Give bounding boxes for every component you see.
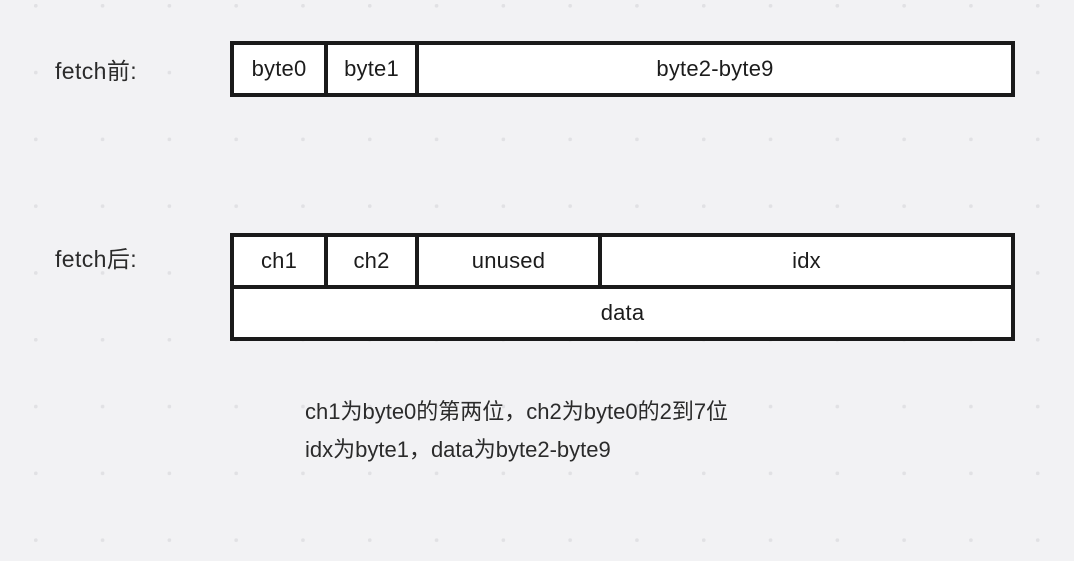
row-label-fetch-before: fetch前: [55, 58, 138, 84]
byte-layout-before: byte0 byte1 byte2-byte9 [230, 41, 1015, 97]
caption-line-2: idx为byte1，data为byte2-byte9 [305, 437, 611, 462]
byte-layout-before-band: byte0 byte1 byte2-byte9 [234, 45, 1011, 93]
cell-byte2-byte9: byte2-byte9 [415, 45, 1011, 93]
cell-data: data [234, 289, 1011, 337]
cell-unused: unused [415, 237, 598, 285]
cell-idx: idx [598, 237, 1011, 285]
cell-ch2: ch2 [324, 237, 415, 285]
cell-byte1: byte1 [324, 45, 415, 93]
byte-layout-after-band-data: data [234, 285, 1011, 337]
cell-ch1: ch1 [234, 237, 324, 285]
caption-line-1: ch1为byte0的第两位，ch2为byte0的2到7位 [305, 399, 729, 424]
row-label-fetch-after: fetch后: [55, 246, 138, 272]
byte-layout-after-band-fields: ch1 ch2 unused idx [234, 237, 1011, 285]
cell-byte0: byte0 [234, 45, 324, 93]
byte-layout-after: ch1 ch2 unused idx data [230, 233, 1015, 341]
caption-block: ch1为byte0的第两位，ch2为byte0的2到7位 idx为byte1，d… [305, 393, 728, 469]
